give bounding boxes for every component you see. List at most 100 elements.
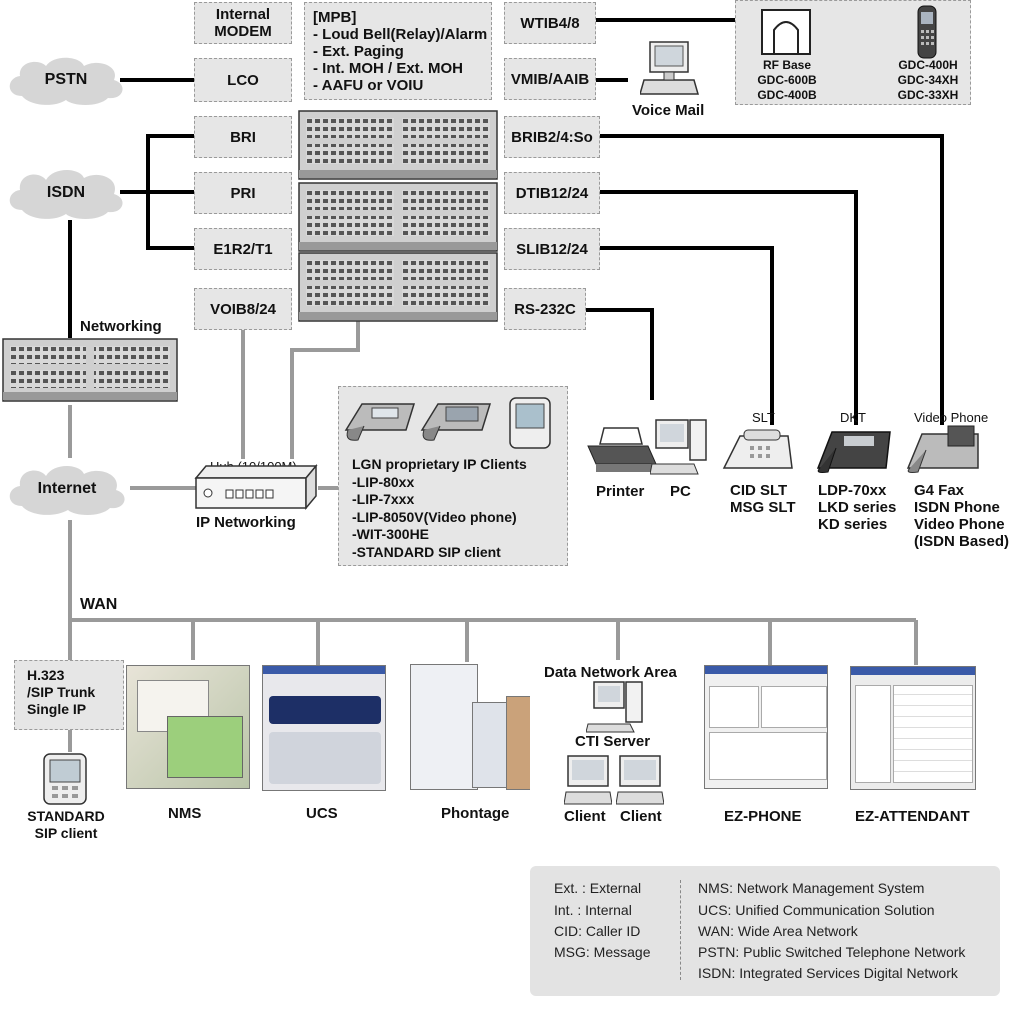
- printer-icon: [587, 427, 657, 472]
- slt-header: SLT: [752, 410, 775, 425]
- mpb-item: - Loud Bell(Relay)/Alarm: [313, 26, 488, 43]
- dtib-box: DTIB12/24: [504, 172, 600, 214]
- ez-attendant-panel: [855, 685, 891, 783]
- ucs-controls: [269, 732, 381, 784]
- wtib-box: WTIB4/8: [504, 2, 596, 44]
- ez-attendant-titlebar: [851, 667, 975, 675]
- bri-label: BRI: [230, 128, 256, 146]
- rs232-label: RS-232C: [514, 300, 576, 318]
- legend-right-item: NMS: Network Management System: [698, 880, 925, 896]
- nms-label: NMS: [168, 805, 202, 822]
- legend-right-item: WAN: Wide Area Network: [698, 923, 858, 939]
- vmib-label: VMIB/AAIB: [510, 70, 590, 88]
- hub-device-icon: [194, 464, 318, 510]
- ip-networking-label: IP Networking: [196, 514, 296, 531]
- dkt-line: KD series: [818, 516, 888, 533]
- rf-base-labels: RF Base GDC-600B GDC-400B: [748, 58, 826, 103]
- modem-line-1: Internal: [215, 6, 271, 23]
- mpb-item: - Int. MOH / Ext. MOH: [313, 60, 463, 77]
- legend-right-item: ISDN: Integrated Services Digital Networ…: [698, 965, 958, 981]
- modem-line-2: MODEM: [214, 23, 272, 40]
- h323-box: H.323 /SIP Trunk Single IP: [14, 660, 124, 730]
- networking-cabinet: [2, 338, 178, 402]
- ucs-display: [269, 696, 381, 724]
- ez-attendant-label: EZ-ATTENDANT: [855, 808, 970, 825]
- ip-client-item: -LIP-7xxx: [352, 491, 415, 507]
- slib-box: SLIB12/24: [504, 228, 600, 270]
- standard-sip-label: STANDARD SIP client: [18, 808, 114, 842]
- video-line: G4 Fax: [914, 482, 965, 499]
- ez-attendant-grid: [893, 685, 973, 783]
- ez-phone-titlebar: [705, 666, 827, 674]
- standard-sip-line: SIP client: [34, 825, 98, 841]
- cti-server-label: CTI Server: [575, 733, 651, 750]
- pstn-cloud: PSTN: [2, 52, 130, 108]
- legend-right-item: PSTN: Public Switched Telephone Network: [698, 944, 966, 960]
- phontage-video-panel: [506, 696, 530, 790]
- slt-phone-icon: [722, 429, 793, 469]
- h323-line: Single IP: [27, 701, 87, 717]
- vmib-box: VMIB/AAIB: [504, 58, 596, 100]
- mpb-item: - Ext. Paging: [313, 43, 404, 60]
- ez-phone-panel: [761, 686, 827, 728]
- slt-line: CID SLT: [730, 482, 788, 499]
- nms-window: [167, 716, 243, 778]
- slt-labels: CID SLT MSG SLT: [730, 482, 796, 516]
- video-line: Video Phone: [914, 516, 1005, 533]
- slt-line: MSG SLT: [730, 499, 796, 516]
- mpb-title: [MPB]: [313, 9, 357, 26]
- client-computer-icon: [564, 755, 612, 805]
- ip-client-item: -STANDARD SIP client: [352, 543, 501, 560]
- handset-labels: GDC-400H GDC-34XH GDC-33XH: [888, 58, 968, 103]
- legend-panel: [530, 866, 1000, 996]
- bri-box: BRI: [194, 116, 292, 158]
- voib-label: VOIB8/24: [210, 300, 276, 318]
- pri-box: PRI: [194, 172, 292, 214]
- slib-label: SLIB12/24: [516, 240, 588, 258]
- ez-phone-label: EZ-PHONE: [724, 808, 802, 825]
- nms-screenshot: [126, 665, 250, 789]
- phontage-label: Phontage: [441, 805, 510, 822]
- ip-client-item: -WIT-300HE: [352, 526, 430, 542]
- dkt-header: DKT: [840, 410, 866, 425]
- e1r2-box: E1R2/T1: [194, 228, 292, 270]
- mpb-box: [MPB] - Loud Bell(Relay)/Alarm - Ext. Pa…: [304, 2, 492, 100]
- lco-label: LCO: [227, 71, 259, 89]
- pstn-label: PSTN: [44, 71, 88, 88]
- ez-phone-screenshot: [704, 665, 828, 789]
- video-phone-icon: [906, 425, 979, 473]
- ip-client-item: -LIP-8050V(Video phone): [352, 508, 517, 525]
- dkt-labels: LDP-70xx LKD series KD series: [818, 482, 896, 533]
- handset-line: GDC-34XH: [897, 73, 959, 87]
- rf-base-icon: [761, 9, 811, 55]
- ez-phone-list: [709, 732, 827, 780]
- legend-divider: [680, 880, 681, 980]
- e1r2-label: E1R2/T1: [213, 240, 273, 258]
- isdn-label: ISDN: [46, 184, 86, 201]
- cti-server-icon: [586, 681, 643, 733]
- dkt-line: LDP-70xx: [818, 482, 887, 499]
- client-computer-icon: [616, 755, 664, 805]
- rs232-box: RS-232C: [504, 288, 586, 330]
- pbx-cabinet-stack: [298, 110, 498, 322]
- handset-line: GDC-33XH: [897, 88, 959, 102]
- video-line: (ISDN Based): [914, 533, 1010, 550]
- client-label: Client: [564, 808, 606, 825]
- brib-box: BRIB2/4:So: [504, 116, 600, 158]
- wifi-phone-icon: [509, 397, 551, 449]
- rf-base-line: GDC-400B: [757, 88, 817, 102]
- networking-label: Networking: [80, 318, 162, 335]
- client-label: Client: [620, 808, 662, 825]
- sip-phone-icon: [43, 753, 87, 805]
- internal-modem-box: Internal MODEM: [194, 2, 292, 44]
- brib-label: BRIB2/4:So: [511, 128, 593, 146]
- video-labels: G4 Fax ISDN Phone Video Phone (ISDN Base…: [914, 482, 1009, 550]
- cloud-icon: [9, 170, 123, 219]
- phontage-window: [410, 664, 478, 790]
- pc-icon: [650, 419, 707, 475]
- ip-clients-title: LGN proprietary IP Clients: [352, 456, 527, 472]
- legend-left-item: MSG: Message: [554, 944, 651, 960]
- video-phone-header: Video Phone: [914, 410, 989, 425]
- dtib-label: DTIB12/24: [515, 184, 589, 202]
- rf-base-line: GDC-600B: [757, 73, 817, 87]
